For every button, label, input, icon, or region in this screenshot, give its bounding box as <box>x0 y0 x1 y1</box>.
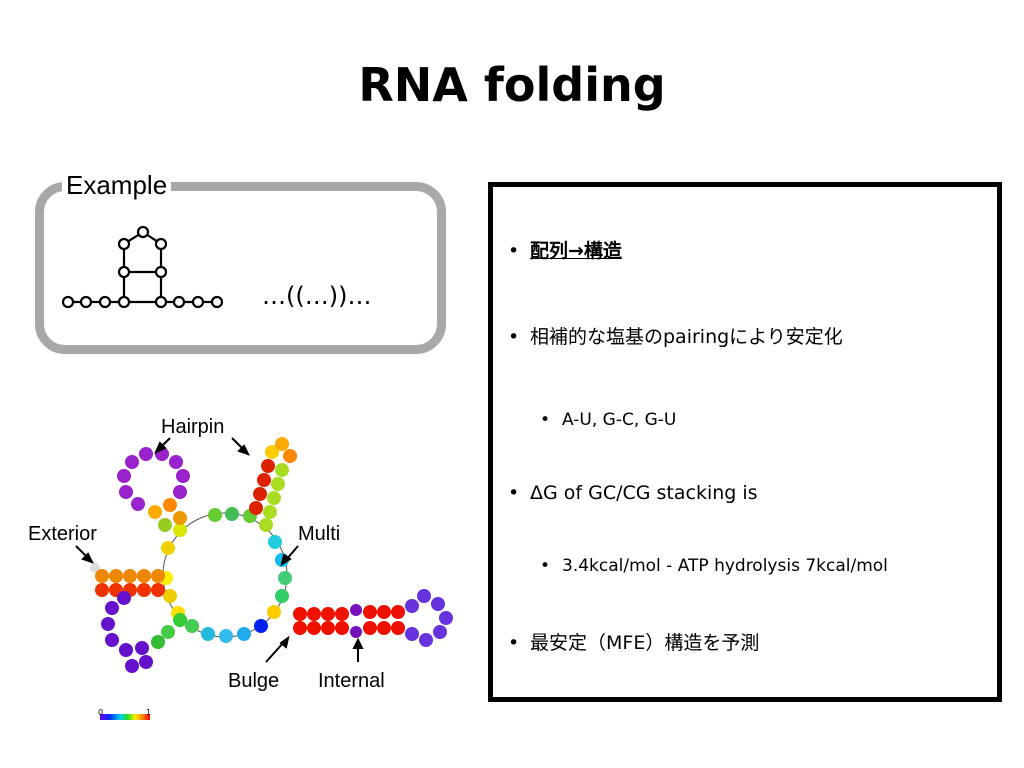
slide-title: RNA folding <box>358 58 666 112</box>
bullet-item: •相補的な塩基のpairingにより安定化 <box>508 326 843 348</box>
bullet-text: 配列→構造 <box>530 240 622 262</box>
bullet-item: •A-U, G-C, G-U <box>540 410 677 430</box>
exterior-stem <box>90 563 165 597</box>
bullet-item: •最安定（MFE）構造を予測 <box>508 632 760 654</box>
internal-label: Internal <box>318 670 385 692</box>
bullet-item: •ΔG of GC/CG stacking is <box>508 482 758 504</box>
mini-structure-diagram <box>61 225 224 309</box>
bullet-item: •配列→構造 <box>508 240 622 262</box>
bullet-text: ΔG of GC/CG stacking is <box>530 482 758 504</box>
hairpin-right <box>249 437 297 519</box>
stem-right <box>293 589 453 647</box>
rna-structure-figure <box>75 437 453 720</box>
dot-bracket-notation: …((…))… <box>262 282 372 310</box>
bulge-label: Bulge <box>228 670 280 692</box>
hairpin-lower-left <box>101 591 187 673</box>
bullet-item: •3.4kcal/mol - ATP hydrolysis 7kcal/mol <box>540 556 888 576</box>
exterior-label: Exterior <box>28 523 97 545</box>
example-box <box>35 182 446 354</box>
multi-label: Multi <box>298 523 341 545</box>
scale-max: 1 <box>146 708 152 717</box>
bullet-text: 最安定（MFE）構造を予測 <box>530 632 760 654</box>
bullet-text: 相補的な塩基のpairingにより安定化 <box>530 326 843 348</box>
multiloop-nucleotides <box>159 507 292 643</box>
example-label: Example <box>62 170 172 200</box>
hairpin-left <box>117 447 190 532</box>
bullet-panel <box>488 182 1002 702</box>
scale-min: 0 <box>98 708 104 717</box>
bullet-text: A-U, G-C, G-U <box>562 410 677 430</box>
bullet-text: 3.4kcal/mol - ATP hydrolysis 7kcal/mol <box>562 556 888 576</box>
color-scale-bar <box>100 714 150 720</box>
hairpin-label: Hairpin <box>161 416 225 438</box>
